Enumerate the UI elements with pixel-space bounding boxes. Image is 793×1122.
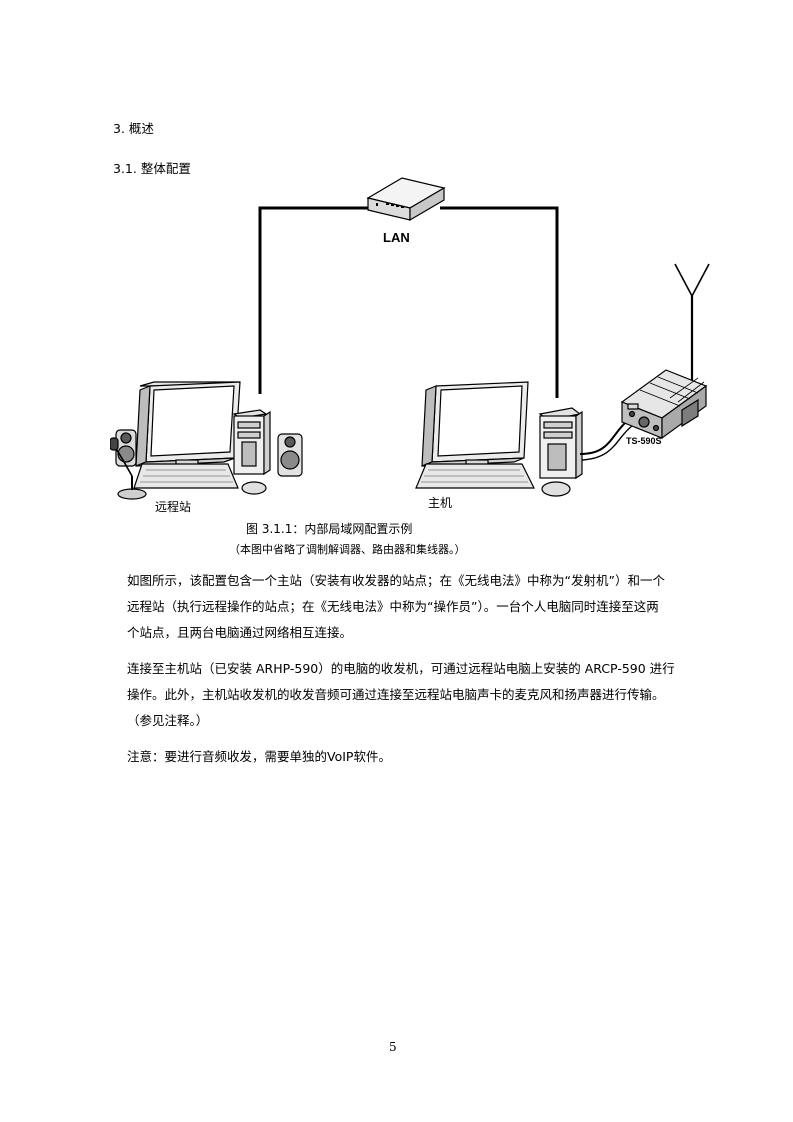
figure-caption: 图 3.1.1：内部局域网配置示例	[246, 520, 412, 537]
subsection-heading: 3.1. 整体配置	[113, 158, 191, 177]
host-station-label: 主机	[428, 494, 452, 511]
lan-cable-remote	[260, 208, 372, 394]
paragraph-1: 如图所示，该配置包含一个主站（安装有收发器的站点；在《无线电法》中称为“发射机”…	[127, 568, 665, 646]
host-monitor-icon	[422, 382, 528, 477]
lan-cable-host	[440, 208, 557, 398]
paragraph-2-line: （参见注释。）	[127, 708, 675, 734]
remote-keyboard-icon	[134, 464, 238, 488]
host-mouse-icon	[542, 482, 570, 496]
paragraph-2: 连接至主机站（已安装 ARHP-590）的电脑的收发机，可通过远程站电脑上安装的…	[127, 656, 675, 734]
transceiver-icon	[622, 370, 706, 438]
host-keyboard-icon	[416, 464, 534, 488]
remote-pc-tower-icon	[234, 410, 270, 474]
remote-speaker-right-icon	[278, 434, 302, 476]
paragraph-2-line: 操作。此外，主机站收发机的收发音频可通过连接至远程站电脑声卡的麦克风和扬声器进行…	[127, 682, 675, 708]
lan-hub-icon	[368, 178, 444, 220]
remote-station-label: 远程站	[155, 498, 191, 515]
figure-caption-note: （本图中省略了调制解调器、路由器和集线器。）	[229, 541, 466, 557]
page-number: 5	[389, 1040, 397, 1054]
section-heading: 3. 概述	[113, 118, 154, 137]
radio-model-label: TS-590S	[626, 436, 662, 446]
paragraph-2-line: 连接至主机站（已安装 ARHP-590）的电脑的收发机，可通过远程站电脑上安装的…	[127, 656, 675, 682]
antenna-icon	[675, 264, 709, 394]
paragraph-1-line: 个站点，且两台电脑通过网络相互连接。	[127, 620, 665, 646]
network-diagram-svg	[110, 176, 712, 516]
paragraph-1-line: 远程站（执行远程操作的站点；在《无线电法》中称为“操作员”）。一台个人电脑同时连…	[127, 594, 665, 620]
host-pc-tower-icon	[540, 408, 582, 478]
lan-label: LAN	[383, 230, 410, 245]
network-diagram	[110, 176, 712, 516]
remote-speaker-left-icon	[116, 430, 136, 466]
note-paragraph: 注意：要进行音频收发，需要单独的VoIP软件。	[127, 744, 391, 770]
remote-monitor-icon	[136, 382, 240, 477]
paragraph-1-line: 如图所示，该配置包含一个主站（安装有收发器的站点；在《无线电法》中称为“发射机”…	[127, 568, 665, 594]
remote-mouse-icon	[242, 482, 266, 494]
